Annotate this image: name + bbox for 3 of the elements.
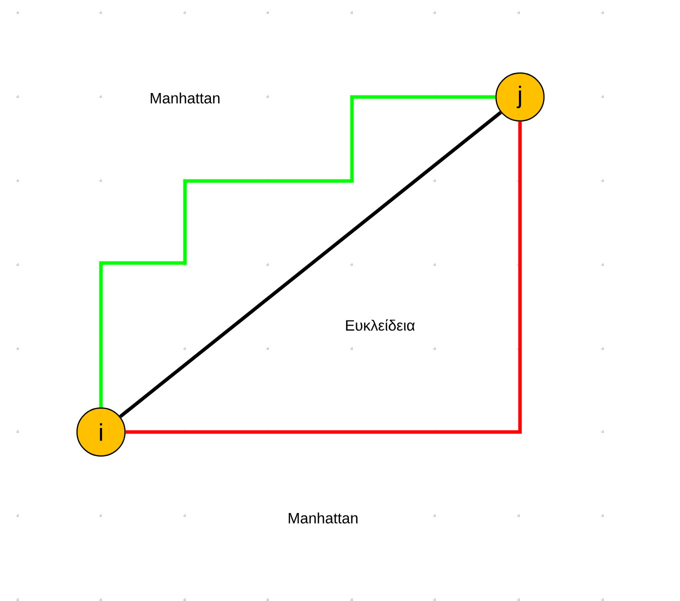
distance-label: Manhattan [150, 92, 220, 104]
distance-label: Manhattan [288, 512, 358, 524]
distance-label: Ευκλείδεια [346, 319, 415, 331]
